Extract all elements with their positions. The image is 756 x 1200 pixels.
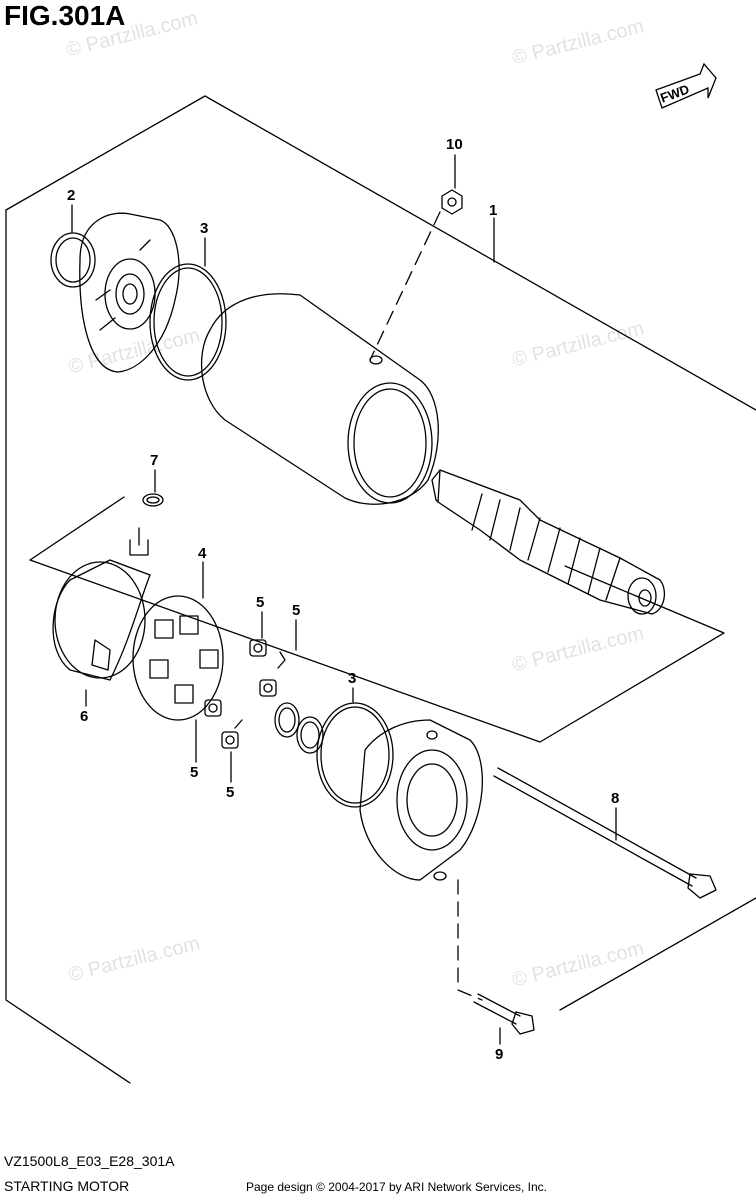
callout-5[interactable]: 5	[190, 764, 199, 781]
callout-5[interactable]: 5	[256, 594, 265, 611]
spring-5-a	[249, 639, 267, 657]
o-ring-3-top	[149, 263, 227, 381]
rear-cover	[359, 719, 483, 881]
short-bolt-9	[473, 993, 535, 1035]
brush-holder-6	[52, 527, 151, 681]
o-ring-7	[142, 493, 164, 507]
callout-5[interactable]: 5	[226, 784, 235, 801]
brush-subassembly-frame	[29, 496, 125, 561]
callout-9[interactable]: 9	[495, 1046, 504, 1063]
callout-7[interactable]: 7	[150, 452, 159, 469]
o-ring-3-bottom	[316, 702, 394, 808]
diagram-name: STARTING MOTOR	[4, 1178, 130, 1194]
front-cover	[79, 212, 180, 373]
figure-title: FIG.301A	[4, 0, 126, 31]
callout-5[interactable]: 5	[292, 602, 301, 619]
callout-2[interactable]: 2	[67, 187, 76, 204]
callout-10[interactable]: 10	[446, 136, 463, 153]
callout-8[interactable]: 8	[611, 790, 620, 807]
o-ring-2	[50, 232, 96, 288]
fwd-arrow-icon	[655, 62, 717, 109]
spring-5-d	[221, 719, 243, 749]
long-bolt-8	[493, 767, 717, 899]
spring-5-b	[259, 651, 286, 697]
brush-plate-4	[132, 595, 224, 721]
callout-1[interactable]: 1	[489, 202, 498, 219]
callout-3[interactable]: 3	[348, 670, 357, 687]
callout-4[interactable]: 4	[198, 545, 207, 562]
callout-6[interactable]: 6	[80, 708, 89, 725]
copyright-notice: Page design © 2004-2017 by ARI Network S…	[246, 1180, 548, 1194]
assembly-frame	[5, 95, 756, 411]
diagram-code: VZ1500L8_E03_E28_301A	[4, 1153, 175, 1169]
washer	[274, 702, 300, 738]
spring-5-c	[204, 699, 222, 717]
washer	[296, 716, 324, 754]
nut-10	[441, 189, 463, 215]
yoke-housing	[200, 293, 439, 505]
armature	[431, 469, 666, 615]
callout-3[interactable]: 3	[200, 220, 209, 237]
